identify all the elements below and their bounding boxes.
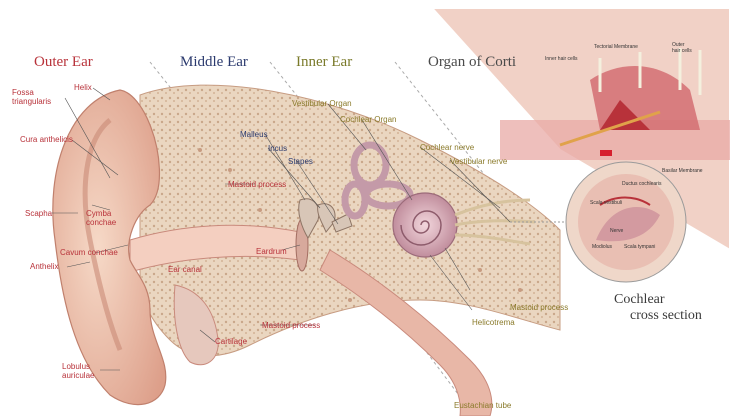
cochlea-shape — [392, 192, 458, 258]
caption-cochlear: Cochlear — [614, 292, 665, 307]
stapes-shape — [331, 213, 353, 233]
label-mastoid-process-right: Mastoid process — [510, 303, 569, 312]
label-incus: Incus — [268, 144, 288, 153]
vestibular-organ-shape — [341, 141, 414, 220]
header-middle-ear: Middle Ear — [180, 54, 248, 70]
header-outer-ear: Outer Ear — [34, 54, 93, 70]
label-anthelix: Anthelix — [30, 262, 59, 271]
anthelix-ridge — [82, 118, 123, 351]
incus-shape — [317, 203, 336, 233]
label-stapes: Stapes — [288, 157, 313, 166]
label-fossa-triangularis: Fossa triangularis — [12, 88, 52, 106]
label-vestibular-nerve: Vestibular nerve — [450, 157, 508, 166]
label-basilar-membrane: Basilar Membrane — [662, 168, 703, 174]
label-cochlear-organ: Cochlear Organ — [340, 115, 397, 124]
label-helix: Helix — [74, 83, 92, 92]
label-inner-hair-cells: Inner hair cells — [545, 56, 578, 62]
label-ear-canal: Ear canal — [168, 265, 202, 274]
label-nerve: Nerve — [610, 228, 624, 234]
cartilage-shape — [173, 284, 219, 366]
label-cochlear-nerve: Cochlear nerve — [420, 143, 475, 152]
label-scala-tympani: Scala tympani — [624, 244, 656, 250]
label-outer-hair-cells: Outer hair cells — [672, 42, 692, 54]
leader-lines — [52, 87, 511, 371]
label-malleus: Malleus — [240, 130, 268, 139]
label-vestibular-organ: Vestibular Organ — [292, 99, 352, 108]
header-organ-of-corti: Organ of Corti — [428, 54, 517, 70]
label-scala-vestibuli: Scala vestibuli — [590, 200, 622, 206]
cochlear-cross-section — [510, 161, 687, 283]
label-tectorial-membrane: Tectorial Membrane — [594, 44, 638, 50]
label-scapha: Scapha — [25, 209, 53, 218]
malleus-shape — [298, 198, 320, 239]
label-eardrum: Eardrum — [256, 247, 287, 256]
label-eustachian-tube: Eustachian tube — [454, 401, 512, 410]
label-modiolus: Modiolus — [592, 244, 613, 250]
label-helicotrema: Helicotrema — [472, 318, 515, 327]
label-ductus-cochlearis: Ductus cochlearis — [622, 181, 662, 187]
eustachian-tube-shape — [319, 249, 493, 416]
label-cartilage: Cartilage — [215, 337, 248, 346]
label-cymba-conchae: Cymba conchae — [86, 209, 117, 227]
label-cura-anthelicis: Cura anthelicis — [20, 135, 73, 144]
label-lobulus-auriculae: Lobulus auriculae — [62, 362, 95, 380]
outer-ear-pinna — [52, 89, 167, 406]
label-mastoid-process-lower: Mastoid process — [262, 321, 321, 330]
label-mastoid-process-upper: Mastoid process — [228, 180, 287, 189]
label-cavum-conchae: Cavum conchae — [60, 248, 118, 257]
header-inner-ear: Inner Ear — [296, 54, 353, 70]
caption-cross-section: cross section — [630, 308, 702, 323]
cochlea-spiral — [400, 210, 442, 246]
bone-texture-marks — [198, 148, 522, 302]
